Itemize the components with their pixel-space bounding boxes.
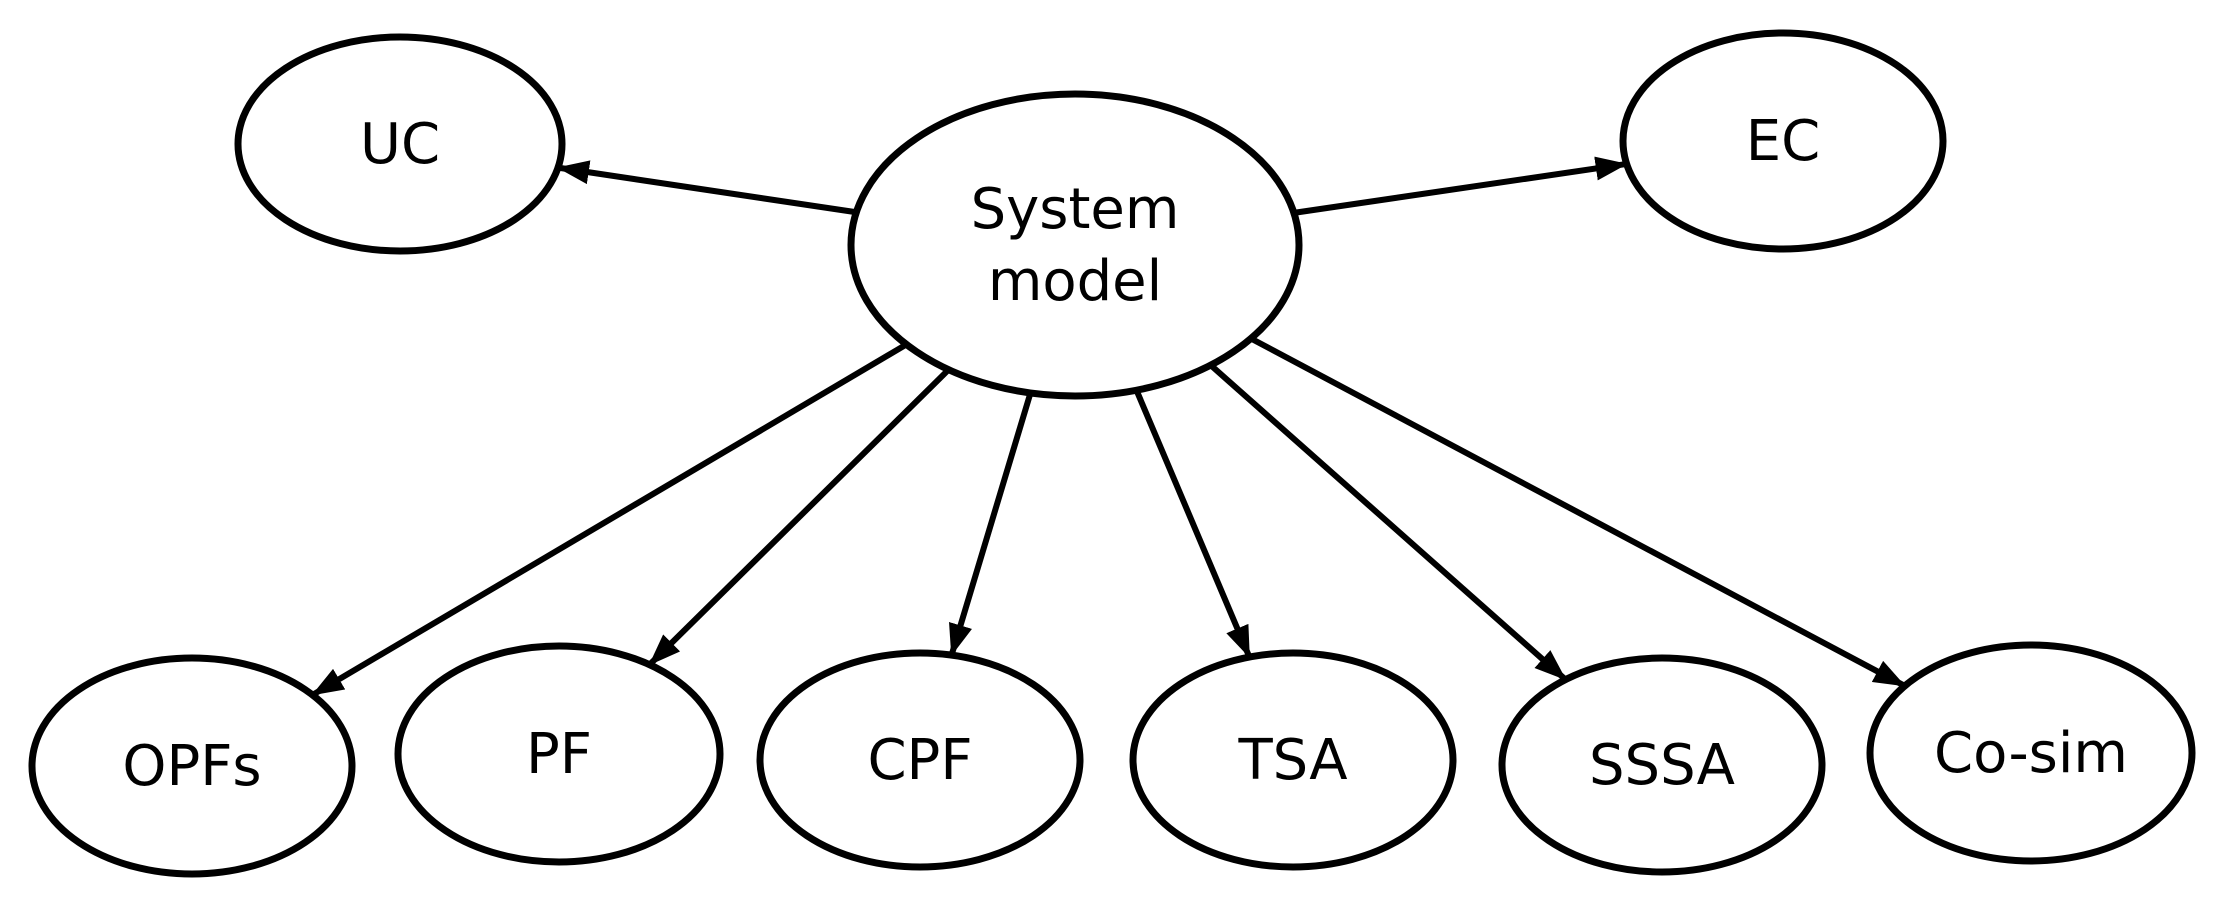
edge-system-model-to-cosim <box>1249 335 1907 689</box>
edge-system-model-to-cpf <box>948 392 1034 657</box>
edge-system-model-to-opfs <box>310 341 908 698</box>
edge-system-model-to-sssa <box>1208 362 1568 682</box>
node-ellipse-ec <box>1619 29 1947 253</box>
edge-system-model-to-tsa <box>1133 389 1253 659</box>
node-label-cosim: Co-sim <box>1934 721 2128 786</box>
node-label-pf: PF <box>526 722 592 787</box>
node-sssa: SSSA <box>1498 654 1826 876</box>
node-ellipse-cosim <box>1866 641 2196 865</box>
edge-system-model-to-uc <box>557 160 857 216</box>
node-label-opfs: OPFs <box>122 734 261 799</box>
node-pf: PF <box>394 642 724 866</box>
node-ellipse-system-model <box>847 90 1303 400</box>
node-cpf: CPF <box>756 649 1084 871</box>
node-label-sssa: SSSA <box>1589 733 1735 798</box>
node-opfs: OPFs <box>28 654 356 878</box>
node-ellipse-pf <box>394 642 724 866</box>
edge-system-model-to-pf <box>647 367 951 667</box>
edge-system-model-to-ec <box>1293 156 1628 216</box>
node-label-uc: UC <box>360 112 440 177</box>
node-ellipse-opfs <box>28 654 356 878</box>
node-ellipse-cpf <box>756 649 1084 871</box>
node-tsa: TSA <box>1129 649 1457 871</box>
node-ellipse-sssa <box>1498 654 1826 876</box>
node-ellipse-tsa <box>1129 649 1457 871</box>
node-label-ec: EC <box>1746 109 1820 174</box>
node-label-tsa: TSA <box>1237 728 1347 793</box>
node-label-cpf: CPF <box>867 728 972 793</box>
node-ellipse-uc <box>234 33 566 255</box>
node-ec: EC <box>1619 29 1947 253</box>
node-uc: UC <box>234 33 566 255</box>
node-cosim: Co-sim <box>1866 641 2196 865</box>
